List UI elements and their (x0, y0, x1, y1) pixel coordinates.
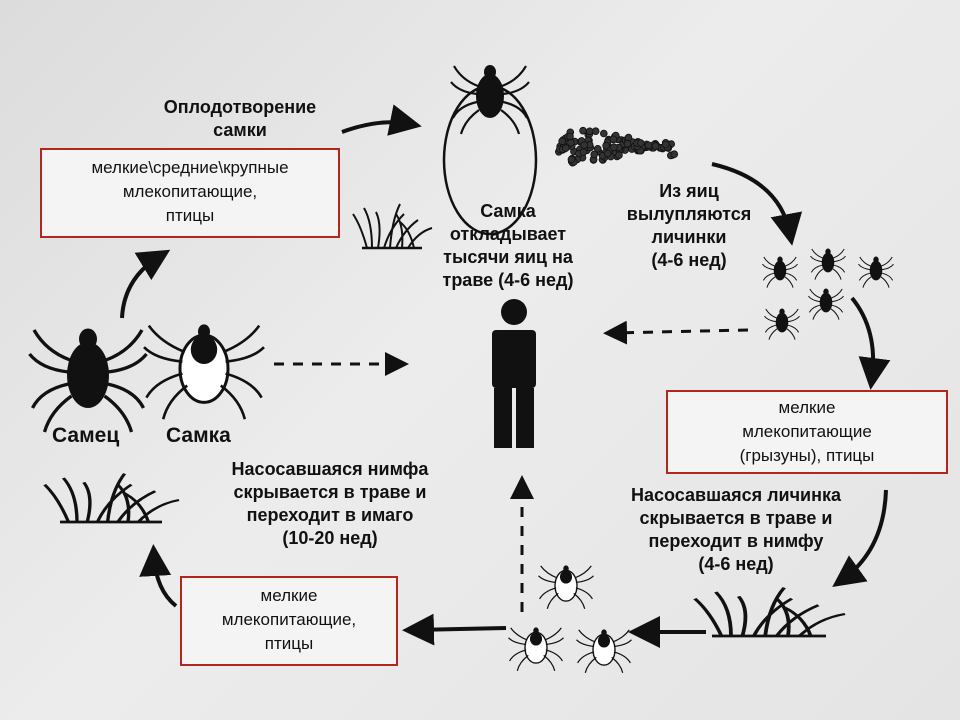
female-label: Самка (166, 424, 231, 447)
dashed-arrows (274, 320, 749, 612)
egg-dot (609, 135, 618, 144)
label-line: Насосавшаяся личинка (630, 485, 842, 505)
egg-dot (644, 141, 653, 150)
egg-dot (579, 148, 588, 156)
engorged-nymph-label: Насосавшаяся нимфа скрывается в траве и … (200, 458, 460, 550)
egg-dot (636, 139, 645, 147)
host-line: млекопитающие, (221, 610, 357, 629)
label-line: личинки (651, 227, 727, 247)
arrow-icon (139, 544, 178, 608)
label-line: откладывает (449, 224, 567, 244)
egg-dot (593, 145, 602, 153)
egg-dot (661, 140, 670, 149)
grass-icon (695, 588, 845, 636)
host-line: мелкие (260, 586, 318, 605)
arrow-icon (603, 320, 749, 345)
hatch-label: Из яиц вылупляются личинки (4-6 нед) (604, 180, 774, 272)
egg-dot (580, 141, 588, 149)
egg-dot (558, 137, 566, 146)
label-line: (4-6 нед) (698, 554, 774, 574)
host-line: мелкие (778, 398, 836, 417)
egg-dot (567, 138, 575, 147)
egg-dot (623, 139, 632, 148)
label-line: самки (213, 120, 267, 140)
egg-dot (615, 151, 623, 160)
label-line: вылупляются (626, 204, 752, 224)
label-line: Из яиц (659, 181, 719, 201)
arrow-icon (341, 104, 422, 136)
male-tick-icon (27, 326, 149, 434)
nymph-group-icon (507, 564, 633, 674)
host-line: птицы (165, 206, 215, 225)
label-line: (10-20 нед) (282, 528, 378, 548)
egg-dot (567, 155, 576, 164)
label-line: скрывается в траве и (233, 482, 427, 502)
arrow-icon (711, 162, 803, 246)
host-line: мелкие\средние\крупные (91, 158, 289, 177)
egg-dot (651, 142, 660, 150)
egg-dot (624, 133, 633, 142)
label-line: тысячи яиц на (443, 247, 573, 267)
arrow-icon (120, 249, 171, 319)
label-line: скрывается в траве и (639, 508, 833, 528)
egg-laying-label: Самка откладывает тысячи яиц на траве (4… (418, 200, 598, 292)
egg-dot (670, 150, 679, 159)
label-line: переходит в имаго (246, 505, 414, 525)
larva-group-icon (761, 248, 895, 341)
egg-dot (579, 126, 587, 135)
label-line: траве (4-6 нед) (442, 270, 574, 290)
egg-laying-female-icon (442, 63, 538, 236)
larva-hosts-box: мелкие млекопитающие (грызуны), птицы (666, 390, 948, 474)
label-line: (4-6 нед) (651, 250, 727, 270)
fertilization-label: Оплодотворение самки (140, 96, 340, 142)
label-line: Насосавшаяся нимфа (231, 459, 429, 479)
arrow-icon (402, 613, 507, 646)
egg-dot (603, 149, 612, 158)
egg-dot (591, 127, 600, 135)
egg-dot (610, 143, 618, 152)
host-line: птицы (264, 634, 314, 653)
engorged-larva-label: Насосавшаяся личинка скрывается в траве … (606, 484, 866, 576)
egg-dot (590, 150, 598, 159)
male-label: Самец (52, 424, 120, 447)
label-line: Самка (480, 201, 536, 221)
host-line: (грызуны), птицы (739, 446, 875, 465)
grass-icon (45, 474, 179, 522)
nymph-hosts-box: мелкие млекопитающие, птицы (180, 576, 398, 666)
label-line: Оплодотворение (163, 97, 317, 117)
host-line: млекопитающие, (122, 182, 258, 201)
egg-dot (566, 132, 574, 141)
human-icon (492, 299, 536, 448)
female-tick-icon (142, 322, 266, 421)
adult-hosts-box: мелкие\средние\крупные млекопитающие, пт… (40, 148, 340, 238)
cycle-arrows (120, 104, 891, 648)
arrow-icon (850, 296, 891, 390)
egg-dot (561, 144, 570, 152)
label-line: переходит в нимфу (648, 531, 824, 551)
host-line: млекопитающие (742, 422, 872, 441)
egg-dot (599, 129, 608, 138)
egg-cluster-icon (554, 126, 679, 167)
egg-dot (602, 141, 610, 150)
arrow-icon (832, 489, 888, 587)
